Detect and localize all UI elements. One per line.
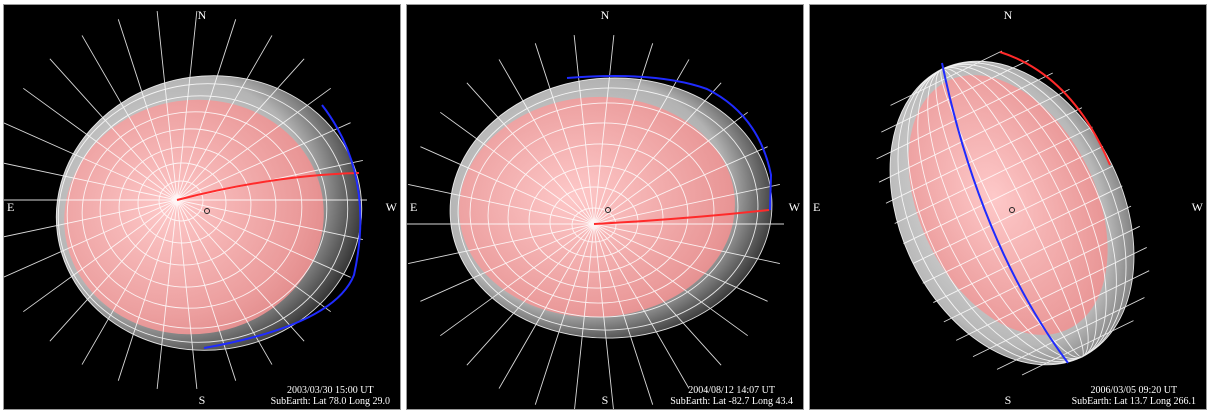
parallels [449,77,773,339]
prime-meridian-highlight [593,209,770,225]
subearth-coordinates: SubEarth: Lat 13.7 Long 266.1 [1071,396,1196,407]
north-label: N [1003,8,1013,22]
shell-layer [450,77,772,339]
west-label: W [788,200,800,214]
body-render-3 [876,50,1150,376]
view-panel-2: N S E W 2004/08/12 14:07 UT SubEarth: La… [406,4,804,410]
east-label: E [7,200,15,214]
body-render-1 [4,10,367,390]
west-label: W [1191,200,1203,214]
view-panel-1: N S E W 2003/03/30 15:00 UT SubEarth: La… [3,4,401,410]
inner-body [908,75,1108,335]
observation-info: 2006/03/05 09:20 UT SubEarth: Lat 13.7 L… [1072,385,1196,407]
east-label: E [813,200,821,214]
observation-info: 2003/03/30 15:00 UT SubEarth: Lat 78.0 L… [271,385,390,407]
south-label: S [198,393,206,407]
east-label: E [410,200,418,214]
prime-meridian-highlight [176,172,360,201]
grid-lines [407,34,784,409]
north-label: N [600,8,610,22]
observation-date: 2004/08/12 14:07 UT [688,385,775,396]
subearth-coordinates: SubEarth: Lat 78.0 Long 29.0 [270,396,390,407]
view-panel-3: N S E W 2006/03/05 09:20 UT SubEarth: La… [809,4,1207,410]
observation-info: 2004/08/12 14:07 UT SubEarth: Lat -82.7 … [670,385,793,407]
south-label: S [601,393,609,407]
meridians [4,10,367,390]
observation-date: 2006/03/05 09:20 UT [1090,385,1178,396]
prime-meridian-highlight [999,51,1111,166]
body-render-2 [407,34,784,409]
north-label: N [197,8,207,22]
meridian-arcs [889,60,1135,366]
subearth-coordinates: SubEarth: Lat -82.7 Long 43.4 [670,396,793,407]
subearth-marker [605,207,611,213]
limb-highlight [203,104,362,349]
south-label: S [1004,393,1012,407]
meridians [407,34,784,409]
west-label: W [385,200,397,214]
subearth-marker [1009,207,1015,213]
limb-highlight [566,75,773,211]
subearth-marker [204,208,210,214]
grid-lines [4,10,367,390]
limb-highlight [941,62,1069,364]
observation-date: 2003/03/30 15:00 UT [286,385,374,396]
